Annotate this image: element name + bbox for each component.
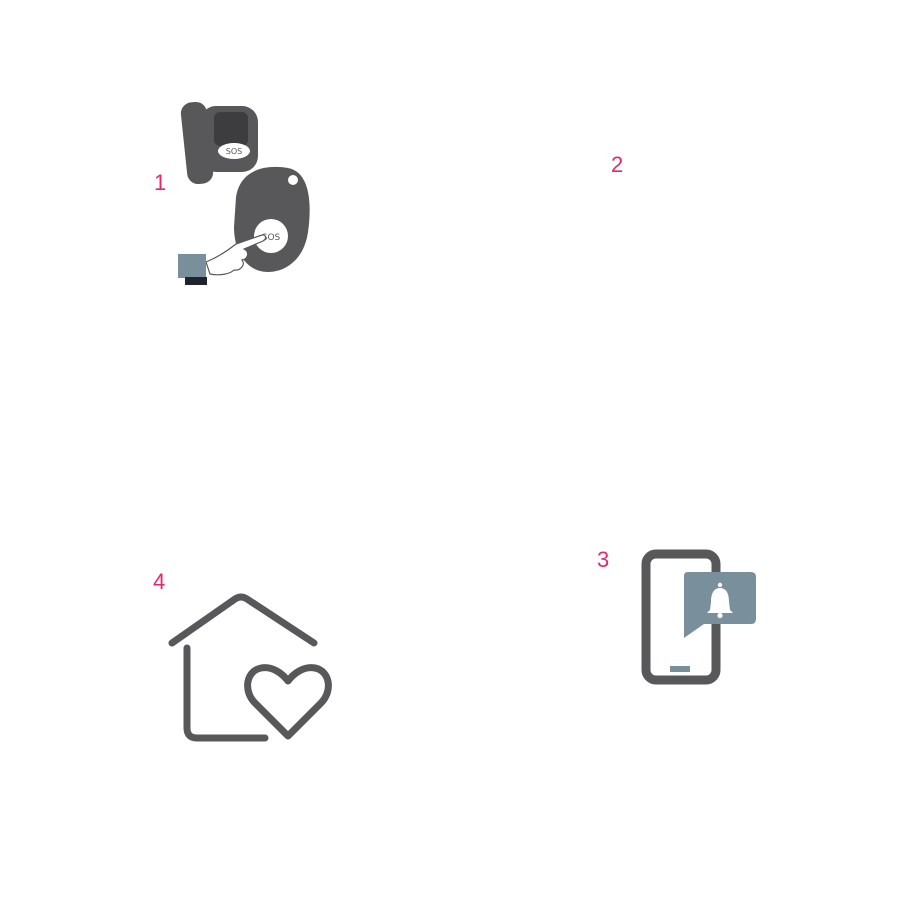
bell-message-icon: [684, 572, 756, 638]
step-1-number: 1: [154, 170, 167, 195]
step-3-number: 3: [597, 547, 610, 572]
house-outline-icon: [168, 593, 318, 742]
svg-text:SOS: SOS: [226, 147, 242, 156]
sos-devices-icon: SOS SOS: [178, 101, 310, 285]
phone-notification-icon: [641, 549, 756, 685]
pressing-hand-icon: [178, 234, 267, 285]
heart-outline-icon: [244, 664, 332, 740]
sos-watch-icon: SOS: [180, 101, 258, 185]
step-2-number: 2: [611, 152, 624, 177]
step-4-number: 4: [153, 569, 166, 594]
svg-text:SOS: SOS: [262, 233, 281, 243]
home-heart-icon: [168, 593, 332, 742]
